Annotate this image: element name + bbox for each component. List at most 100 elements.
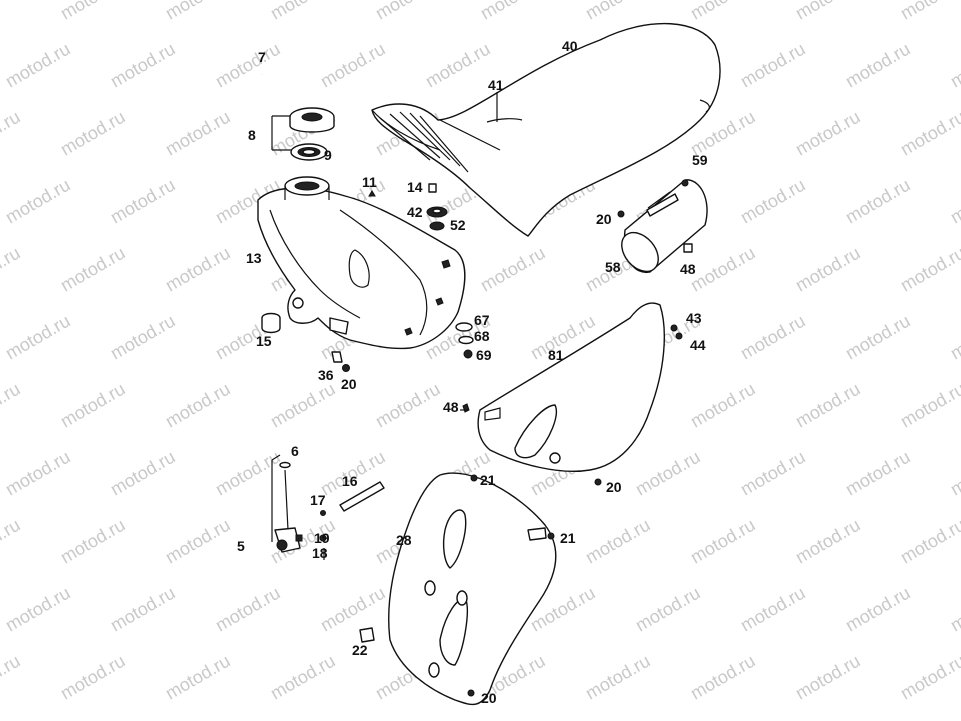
- callout-20d: 20: [481, 690, 497, 706]
- watermark-text: motod.ru: [267, 651, 339, 704]
- watermark-text: motod.ru: [897, 107, 961, 160]
- watermark-text: motod.ru: [0, 379, 24, 432]
- watermark-text: motod.ru: [792, 0, 864, 23]
- watermark-text: motod.ru: [267, 379, 339, 432]
- watermark-text: motod.ru: [372, 379, 444, 432]
- watermark-text: motod.ru: [737, 175, 809, 228]
- fuel-tank-part: [257, 176, 466, 350]
- seat-part: [371, 22, 721, 237]
- watermark-text: motod.ru: [842, 447, 914, 500]
- callout-81: 81: [548, 347, 564, 363]
- watermark-text: motod.ru: [477, 243, 549, 296]
- watermark-text: motod.ru: [0, 107, 24, 160]
- watermark-text: motod.ru: [687, 0, 759, 23]
- callout-20b: 20: [596, 211, 612, 227]
- callout-44: 44: [690, 337, 706, 353]
- watermark-text: motod.ru: [582, 0, 654, 23]
- watermark-text: motod.ru: [0, 651, 24, 704]
- callout-36: 36: [318, 367, 334, 383]
- watermark-text: motod.ru: [792, 379, 864, 432]
- callout-16: 16: [342, 473, 358, 489]
- watermark-text: motod.ru: [2, 39, 74, 92]
- watermark-text: motod.ru: [57, 107, 129, 160]
- watermark-text: motod.ru: [212, 447, 284, 500]
- callout-48b: 48: [443, 399, 459, 415]
- callout-20c: 20: [606, 479, 622, 495]
- watermark-text: motod.ru: [737, 311, 809, 364]
- watermark-text: motod.ru: [107, 175, 179, 228]
- watermark-text: motod.ru: [792, 515, 864, 568]
- watermark-text: motod.ru: [0, 0, 24, 23]
- watermark-text: motod.ru: [947, 311, 961, 364]
- watermark-text: motod.ru: [107, 311, 179, 364]
- callout-42: 42: [407, 204, 423, 220]
- callout-8: 8: [248, 127, 256, 143]
- watermark-text: motod.ru: [737, 447, 809, 500]
- watermark-text: motod.ru: [0, 243, 24, 296]
- callout-18: 18: [312, 545, 328, 561]
- callout-17: 17: [310, 492, 326, 508]
- callout-9: 9: [324, 147, 332, 163]
- watermark-text: motod.ru: [947, 175, 961, 228]
- watermark-text: motod.ru: [107, 39, 179, 92]
- watermark-text: motod.ru: [267, 0, 339, 23]
- fuel-tap-part: [271, 454, 385, 560]
- callout-40: 40: [562, 38, 578, 54]
- watermark-text: motod.ru: [842, 583, 914, 636]
- callout-69: 69: [476, 347, 492, 363]
- watermark-text: motod.ru: [162, 243, 234, 296]
- callout-41: 41: [488, 77, 504, 93]
- callout-19: 19: [314, 530, 330, 546]
- callout-67: 67: [474, 312, 490, 328]
- watermark-text: motod.ru: [57, 243, 129, 296]
- watermark-text: motod.ru: [947, 447, 961, 500]
- watermark-text: motod.ru: [897, 243, 961, 296]
- callout-labels: 40 41 7 8 9 11 14 42 52 13 15 36 20 67 6…: [237, 38, 708, 706]
- callout-6: 6: [291, 443, 299, 459]
- watermark-text: motod.ru: [212, 583, 284, 636]
- callout-11: 11: [362, 174, 377, 190]
- callout-58: 58: [605, 259, 621, 275]
- watermark-text: motod.ru: [897, 651, 961, 704]
- callout-21b: 21: [560, 530, 576, 546]
- watermark-text: motod.ru: [162, 107, 234, 160]
- watermark-text: motod.ru: [632, 583, 704, 636]
- callout-48a: 48: [680, 261, 696, 277]
- watermark-text: motod.ru: [842, 311, 914, 364]
- watermark-text: motod.ru: [2, 311, 74, 364]
- watermark-text: motod.ru: [632, 447, 704, 500]
- watermark-text: motod.ru: [422, 39, 494, 92]
- watermark-text: motod.ru: [0, 515, 24, 568]
- watermark-text: motod.ru: [107, 583, 179, 636]
- callout-5: 5: [237, 538, 245, 554]
- callout-28: 28: [396, 532, 412, 548]
- watermark-text: motod.ru: [737, 39, 809, 92]
- callout-13: 13: [246, 250, 262, 266]
- callout-7: 7: [258, 49, 266, 65]
- watermark-text: motod.ru: [687, 651, 759, 704]
- callout-59: 59: [692, 152, 708, 168]
- watermark-text: motod.ru: [947, 39, 961, 92]
- watermark-text: motod.ru: [2, 583, 74, 636]
- watermark-text: motod.ru: [372, 0, 444, 23]
- watermark-text: motod.ru: [2, 175, 74, 228]
- watermark-text: motod.ru: [317, 39, 389, 92]
- watermark-text: motod.ru: [687, 243, 759, 296]
- callout-14: 14: [407, 179, 423, 195]
- watermark-text: motod.ru: [842, 39, 914, 92]
- side-panel-81: [462, 302, 683, 486]
- filler-cap-part: [260, 57, 335, 161]
- callout-15: 15: [256, 333, 272, 349]
- tank-hardware: [261, 183, 474, 372]
- watermark-text: motod.ru: [162, 0, 234, 23]
- watermark-text: motod.ru: [2, 447, 74, 500]
- callout-21a: 21: [480, 472, 496, 488]
- watermark-text: motod.ru: [842, 175, 914, 228]
- watermark-text: motod.ru: [737, 583, 809, 636]
- watermark-text: motod.ru: [57, 379, 129, 432]
- watermark-text: motod.ru: [162, 651, 234, 704]
- watermark-text: motod.ru: [162, 379, 234, 432]
- watermark-text: motod.ru: [897, 379, 961, 432]
- watermark-text: motod.ru: [477, 0, 549, 23]
